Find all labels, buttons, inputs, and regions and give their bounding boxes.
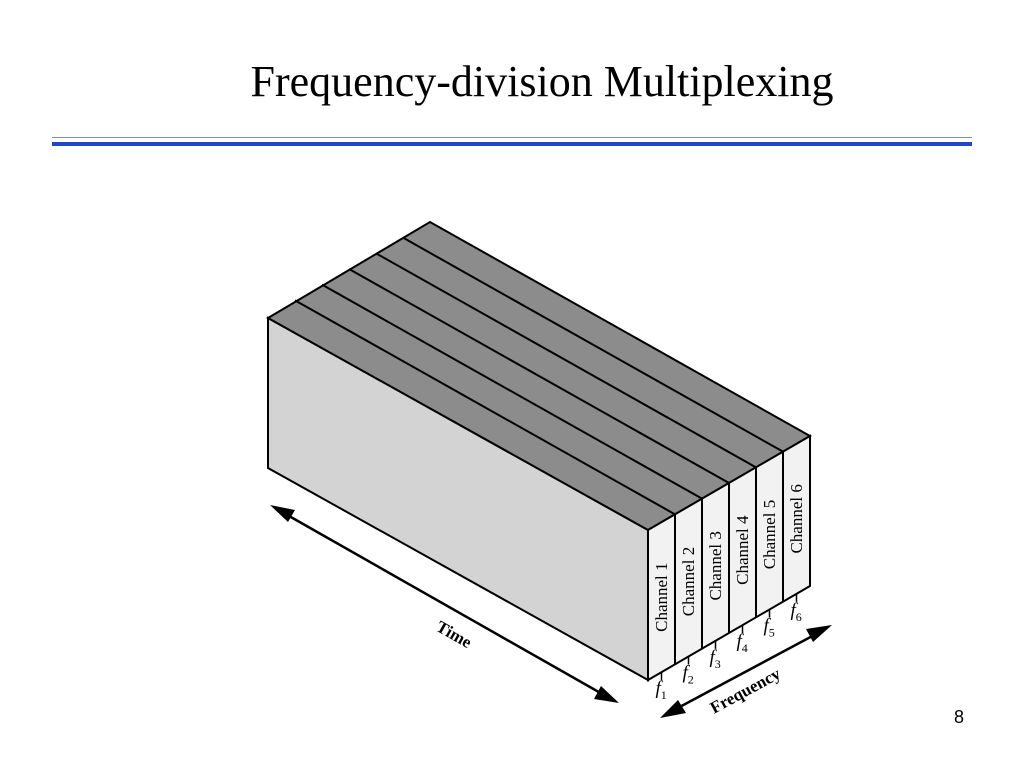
frequency-axis-arrow (660, 625, 832, 718)
channel-dividers (294, 236, 784, 665)
channel-label: Channel 2 (679, 547, 698, 616)
page-number: 8 (953, 707, 964, 727)
channel-labels: Channel 1 Channel 2 Channel 3 Channel 4 Chan… (652, 484, 806, 632)
channel-label: Channel 6 (787, 484, 806, 553)
channel-label: Channel 3 (706, 531, 725, 600)
channel-label: Channel 1 (652, 562, 671, 631)
title-divider-thick (52, 142, 972, 146)
frequency-label: f4 (737, 631, 748, 655)
frequency-label: f1 (656, 678, 667, 702)
frequency-label: f2 (683, 663, 694, 687)
channel-label: Channel 4 (733, 515, 752, 585)
channel-divider-top (348, 268, 730, 484)
channel-divider-top (402, 236, 784, 453)
channel-divider-top (294, 299, 676, 516)
time-axis-arrow (270, 505, 619, 703)
time-axis-label: Time (433, 617, 475, 652)
frequency-label: f5 (764, 616, 775, 640)
channel-label: Channel 5 (760, 500, 779, 569)
title-divider-thin (52, 137, 972, 138)
channel-divider-top (375, 252, 757, 469)
frequency-ticks: f1 f2 f3 f4 f5 f6 (656, 593, 802, 702)
channel-divider-top (321, 283, 703, 500)
slide-title: Frequency-division Multiplexing (250, 57, 834, 106)
frequency-label: f3 (710, 647, 721, 671)
frequency-label: f6 (791, 600, 802, 624)
